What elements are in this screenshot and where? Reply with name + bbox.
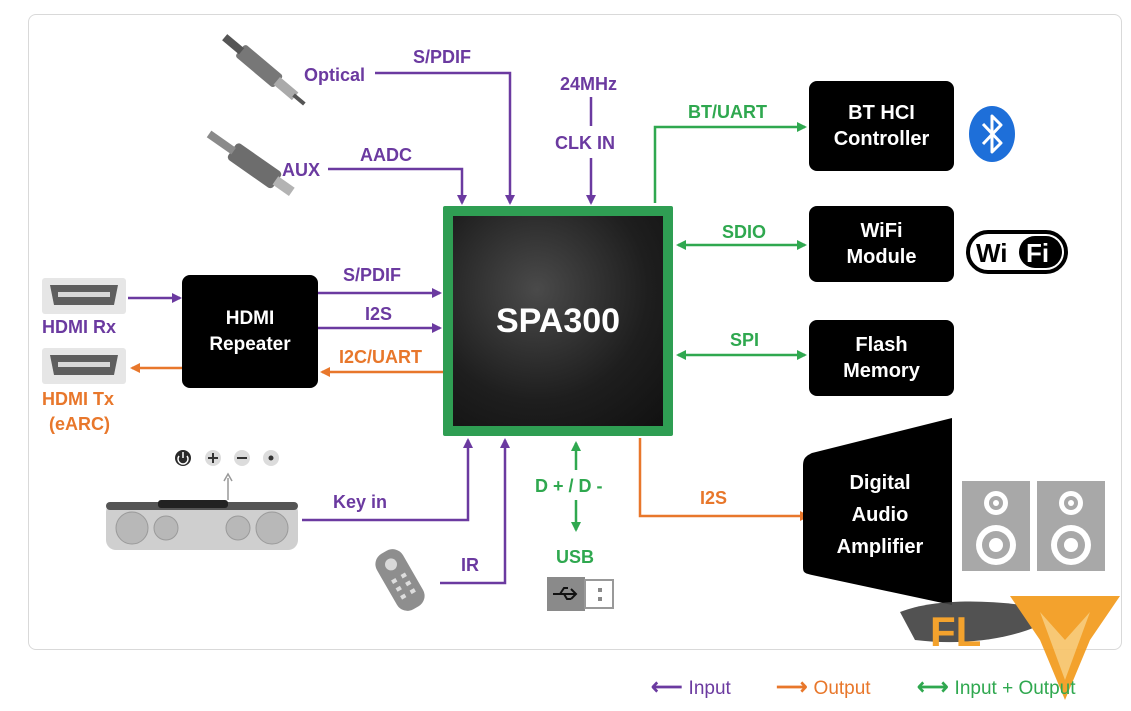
- bt-controller-block: BT HCI Controller: [809, 81, 954, 171]
- legend-output-arrow-icon: ⟶: [776, 674, 808, 699]
- speaker-right-icon: [1037, 481, 1105, 571]
- wifi-logo-wi: Wi: [976, 238, 1008, 268]
- i2s-hdmi-label: I2S: [365, 304, 393, 324]
- amplifier-shape: [803, 418, 952, 605]
- i2s-amp-label: I2S: [700, 488, 728, 508]
- bluetooth-logo-icon: [969, 106, 1015, 162]
- flash-memory-block: Flash Memory: [809, 320, 954, 396]
- flash-line2: Memory: [843, 360, 920, 382]
- watermark-text: FL: [930, 608, 981, 655]
- legend-bidir-arrow-icon: ⟷: [917, 674, 949, 699]
- usb-connector-icon: [547, 577, 614, 611]
- speaker-left-icon: [962, 481, 1030, 571]
- hdmi-tx-port-icon: [42, 348, 126, 384]
- amplifier-block: Digital Audio Amplifier: [815, 465, 945, 565]
- usb-label: USB: [556, 547, 595, 567]
- wifi-logo-icon: Wi Fi: [966, 230, 1068, 274]
- spa300-chip: SPA300: [453, 216, 663, 426]
- legend-bidir: ⟷Input + Output: [917, 674, 1076, 700]
- bt-uart-line: [653, 122, 807, 203]
- legend-input: ⟵Input: [651, 674, 731, 700]
- legend-bidir-label: Input + Output: [954, 678, 1076, 699]
- spdif-top-label: S/PDIF: [413, 47, 472, 67]
- wifi-line2: Module: [846, 246, 917, 268]
- key-in-label: Key in: [333, 492, 388, 512]
- flash-line1: Flash: [855, 334, 908, 356]
- wifi-logo-fi: Fi: [1026, 238, 1049, 268]
- optical-plug-icon: [222, 34, 306, 106]
- wifi-line1: WiFi: [860, 220, 903, 242]
- i2s-amp-line: [638, 438, 810, 521]
- ir-line: [440, 438, 510, 585]
- amp-line3: Amplifier: [836, 536, 924, 558]
- chip-label: SPA300: [495, 301, 621, 340]
- bt-line1: BT HCI: [848, 102, 915, 124]
- legend-output: ⟶Output: [776, 674, 871, 700]
- clk-freq-label: 24MHz: [560, 74, 618, 94]
- soundbar-icon: [106, 500, 298, 550]
- hdmi-repeater-line2: Repeater: [209, 333, 291, 355]
- hdmi-rx-label: HDMI Rx: [42, 317, 117, 337]
- i2c-uart-label: I2C/UART: [339, 347, 423, 367]
- soundbar-buttons-icon: [175, 450, 279, 500]
- hdmi-rx-port-icon: [42, 278, 126, 314]
- legend-input-label: Input: [688, 678, 731, 699]
- aadc-label: AADC: [360, 145, 412, 165]
- spdif-hdmi-label: S/PDIF: [343, 265, 402, 285]
- amp-line1: Digital: [849, 472, 911, 494]
- aux-plug-icon: [206, 130, 295, 196]
- bt-uart-label: BT/UART: [688, 102, 767, 122]
- key-in-line: [302, 438, 473, 522]
- ir-label: IR: [461, 555, 479, 575]
- hdmi-repeater-block: HDMI Repeater: [182, 275, 318, 388]
- optical-line: [375, 71, 515, 205]
- aux-label: AUX: [282, 160, 321, 180]
- sdio-label: SDIO: [722, 222, 767, 242]
- earc-label: (eARC): [49, 414, 110, 434]
- hdmi-repeater-line1: HDMI: [225, 307, 275, 329]
- legend-output-label: Output: [813, 678, 871, 699]
- remote-control-icon: [375, 549, 425, 611]
- spi-label: SPI: [730, 330, 760, 350]
- legend-input-arrow-icon: ⟵: [651, 674, 683, 699]
- hdmi-tx-label: HDMI Tx: [42, 389, 114, 409]
- optical-label: Optical: [304, 65, 366, 85]
- clk-in-label: CLK IN: [555, 133, 615, 153]
- amp-line2: Audio: [851, 504, 909, 526]
- watermark-logo: FL: [900, 596, 1120, 700]
- aux-line: [328, 167, 467, 205]
- usb-dp-label: D + / D -: [535, 476, 603, 496]
- bt-line2: Controller: [833, 128, 930, 150]
- wifi-module-block: WiFi Module: [809, 206, 954, 282]
